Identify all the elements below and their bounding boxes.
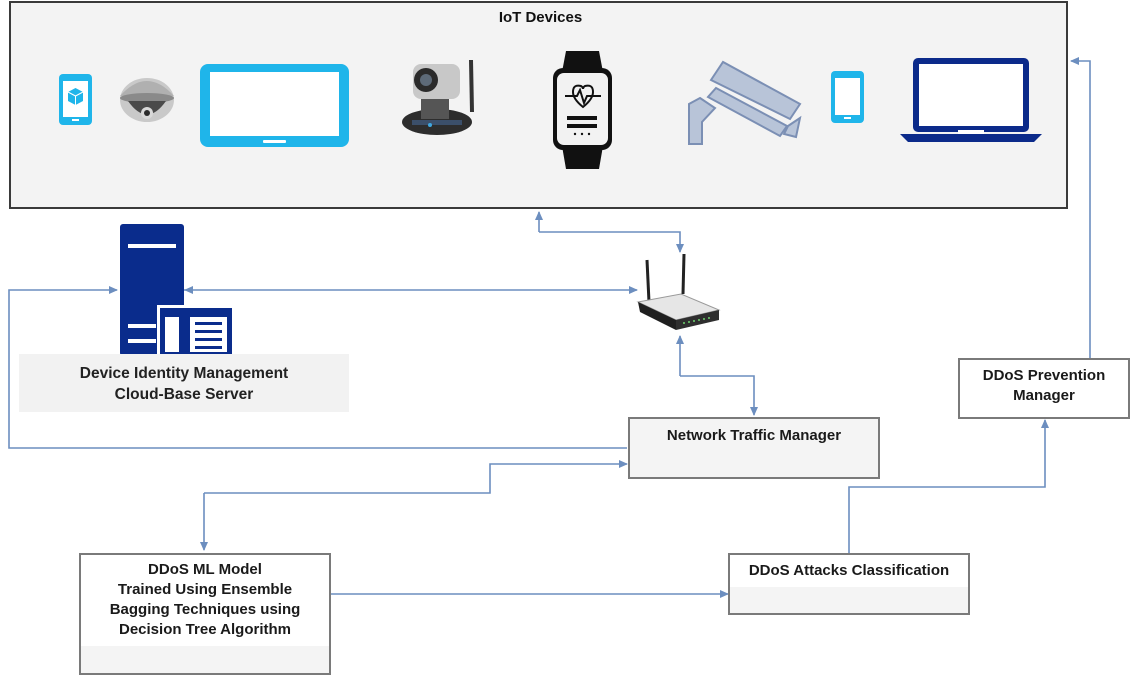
ddos-ml-model-node: DDoS ML Model Trained Using Ensemble Bag… xyxy=(79,553,331,675)
connector-classification-prevention xyxy=(848,419,1049,553)
smartwatch-icon xyxy=(553,51,612,169)
ml-model-line2: Trained Using Ensemble xyxy=(117,581,293,598)
iot-devices-title: IoT Devices xyxy=(498,9,583,26)
network-traffic-manager-node: Network Traffic Manager xyxy=(628,417,880,479)
ml-model-line3: Bagging Techniques using xyxy=(109,601,301,618)
server-icon xyxy=(120,224,232,356)
network-traffic-manager-label: Network Traffic Manager xyxy=(666,427,842,444)
connector-prevention-iot xyxy=(1070,57,1091,358)
classification-text: DDoS Attacks Classification xyxy=(730,555,968,587)
ddos-prevention-manager-node: DDoS Prevention Manager xyxy=(958,358,1130,419)
server-label-line1: Device Identity Management xyxy=(79,365,289,382)
tablet-icon xyxy=(200,64,349,147)
cctv-camera-icon xyxy=(688,60,802,145)
iot-devices-panel: IoT Devices xyxy=(9,1,1068,209)
phone-icon xyxy=(831,71,864,123)
server-label-line2: Cloud-Base Server xyxy=(114,386,254,403)
router-icon xyxy=(636,254,721,330)
ml-model-line4: Decision Tree Algorithm xyxy=(119,621,291,638)
ml-model-text: DDoS ML Model Trained Using Ensemble Bag… xyxy=(81,555,329,646)
prevention-manager-line2: Manager xyxy=(1013,387,1075,404)
ddos-attacks-classification-node: DDoS Attacks Classification xyxy=(728,553,970,615)
server-label: Device Identity Management Cloud-Base Se… xyxy=(19,354,349,412)
classification-label: DDoS Attacks Classification xyxy=(748,562,950,579)
ip-camera-icon xyxy=(402,59,474,135)
ml-model-line1: DDoS ML Model xyxy=(148,561,262,578)
prevention-manager-line1: DDoS Prevention xyxy=(982,367,1106,384)
dome-camera-icon xyxy=(120,78,174,122)
connector-ml-traffic xyxy=(204,460,628,494)
phone-icon xyxy=(59,74,92,125)
connector-traffic-server xyxy=(8,286,627,449)
laptop-icon xyxy=(900,58,1042,142)
